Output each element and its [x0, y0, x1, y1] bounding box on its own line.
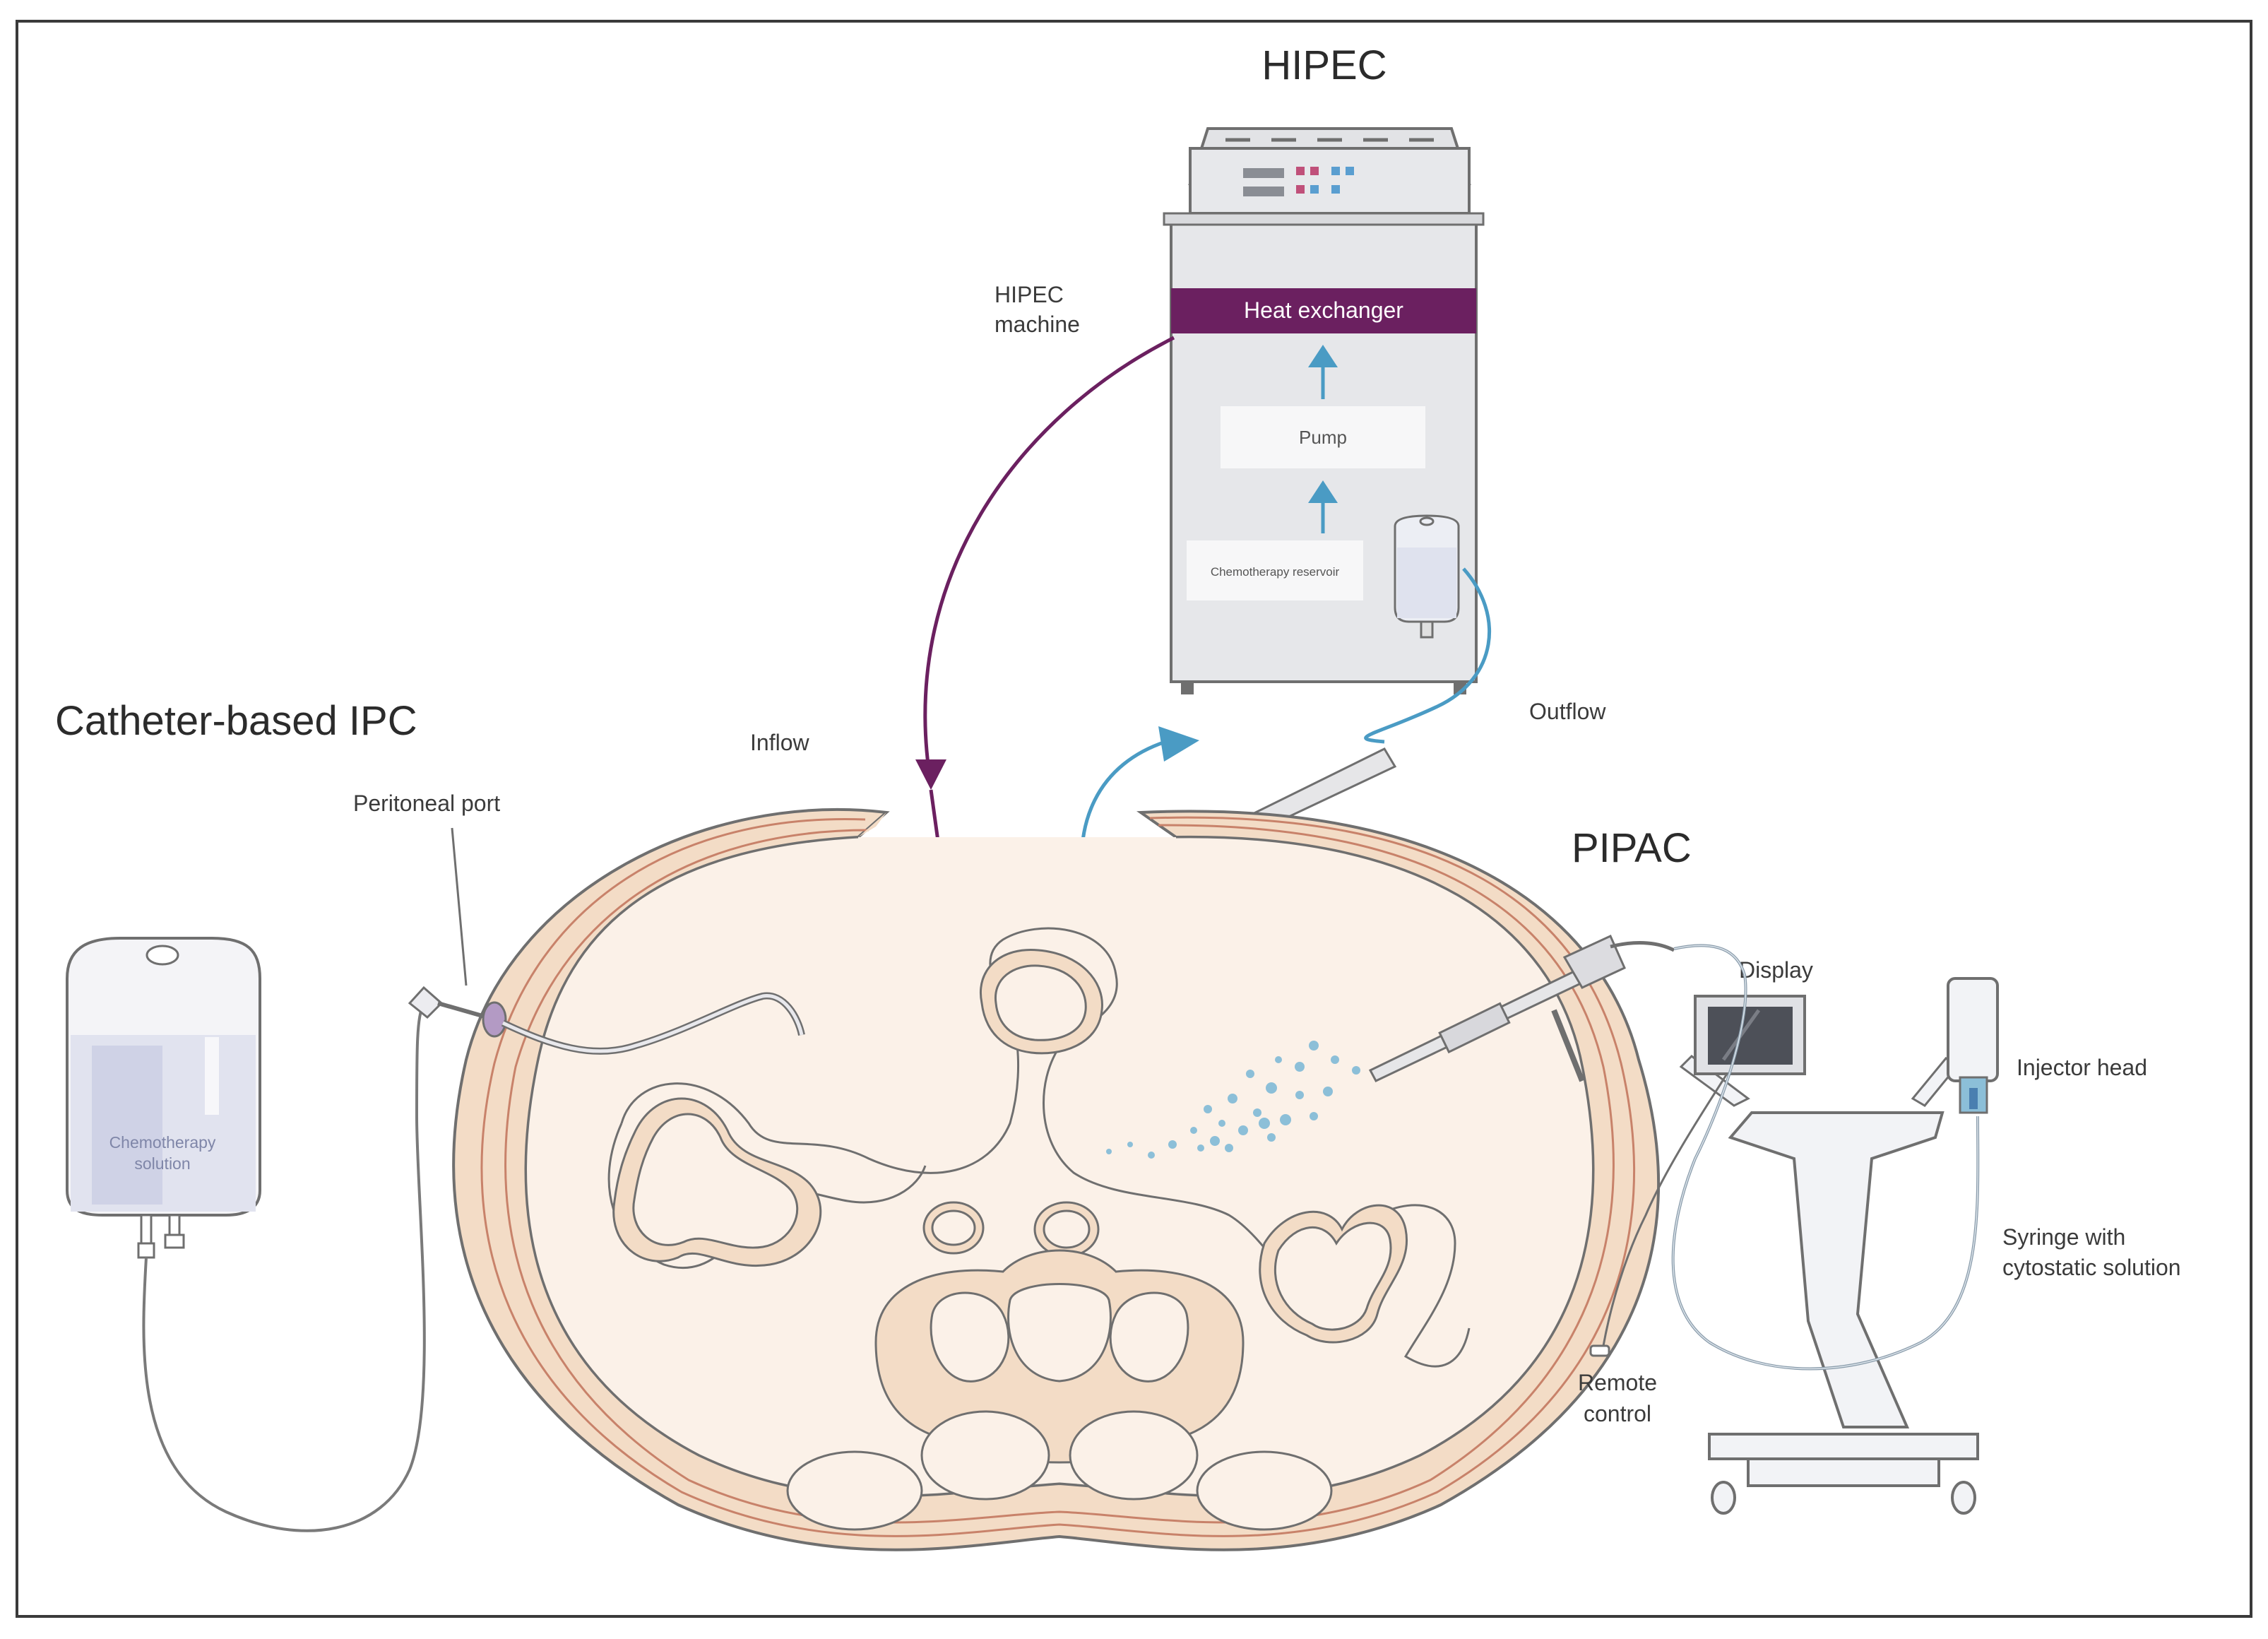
- arrow-up-icon: [1308, 480, 1338, 503]
- control-buttons: [1243, 167, 1354, 196]
- heat-exchanger-label: Heat exchanger: [1244, 297, 1403, 323]
- pump-box: [1221, 406, 1425, 468]
- reservoir-label: Chemotherapy reservoir: [1211, 565, 1340, 579]
- port-connector-icon: [408, 986, 507, 1038]
- injector-head-icon: [1947, 977, 1999, 1114]
- injector-stand: [1679, 1055, 1979, 1515]
- chemo-solution-label-2: solution: [134, 1154, 190, 1173]
- peritoneal-port-pointer: [451, 827, 468, 986]
- chemotherapy-bag-icon: [66, 937, 261, 1259]
- pipac-title: PIPAC: [1572, 825, 1692, 871]
- display-monitor-icon: [1694, 995, 1806, 1075]
- chemo-solution-label-1: Chemotherapy: [109, 1133, 216, 1152]
- pipac-trocar: [1368, 935, 1675, 1082]
- pump-label: Pump: [1299, 427, 1347, 448]
- heat-exchanger-band: [1171, 288, 1476, 333]
- abdomen-cross-section: [452, 808, 1661, 1551]
- injector-head-label: Injector head: [2017, 1055, 2147, 1080]
- syringe-label-1: Syringe with: [2002, 1224, 2125, 1250]
- iv-tubing: [142, 1002, 426, 1532]
- syringe-label-2: cytostatic solution: [2002, 1255, 2181, 1280]
- reservoir-box: [1187, 540, 1363, 600]
- outflow-arrow-icon: [1158, 726, 1199, 762]
- hipec-machine-label-2: machine: [995, 312, 1080, 337]
- inflow-label: Inflow: [750, 730, 809, 755]
- inflow-arrow-icon: [915, 759, 946, 790]
- display-label: Display: [1739, 957, 1813, 983]
- remote-control-icon: [1589, 1344, 1610, 1357]
- catheter-ipc-title: Catheter-based IPC: [55, 698, 417, 744]
- reservoir-bottle-icon: [1394, 514, 1460, 639]
- hipec-title: HIPEC: [1261, 42, 1387, 88]
- remote-control-label-1: Remote: [1578, 1370, 1657, 1395]
- aerosol-droplets: [1106, 1041, 1360, 1159]
- outflow-label: Outflow: [1529, 699, 1606, 724]
- arrow-up-icon: [1308, 345, 1338, 367]
- hipec-machine-label-1: HIPEC: [995, 282, 1064, 307]
- remote-cable: [1602, 1073, 1728, 1347]
- outflow-line: [1364, 567, 1492, 744]
- peritoneal-port-label: Peritoneal port: [353, 791, 500, 816]
- inflow-line: [923, 336, 1175, 785]
- hipec-machine: Heat exchanger Pump Chemotherapy reservo…: [1163, 127, 1485, 694]
- remote-control-label-2: control: [1584, 1401, 1651, 1426]
